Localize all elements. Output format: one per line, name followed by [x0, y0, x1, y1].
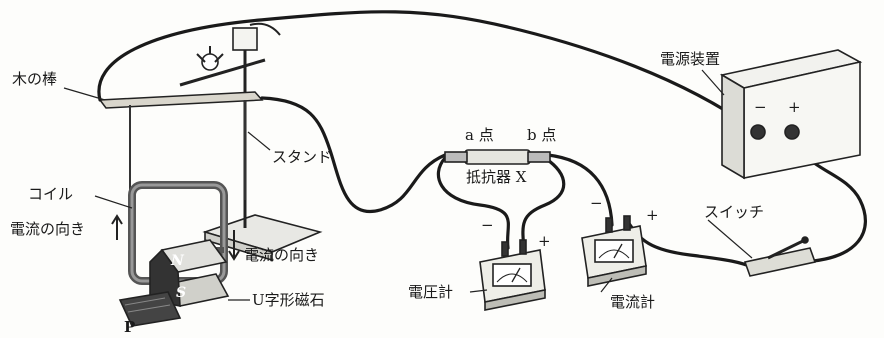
- switch: [743, 236, 817, 277]
- resistor-x: [444, 149, 551, 165]
- wooden-rod-label: 木の棒: [12, 70, 58, 88]
- magnet-s-label: S: [176, 285, 187, 301]
- voltmeter-plus: +: [538, 232, 551, 250]
- voltmeter: [479, 239, 546, 311]
- resistor-label: 抵抗器 X: [466, 168, 527, 186]
- u-magnet: [118, 239, 230, 327]
- ammeter-minus: −: [590, 194, 603, 212]
- voltmeter-label: 電圧計: [408, 283, 454, 301]
- point-a-label: a 点: [465, 126, 494, 144]
- magnet-n-label: N: [171, 253, 184, 269]
- ammeter-label: 電流計: [610, 293, 656, 311]
- u-magnet-label: U字形磁石: [252, 291, 325, 309]
- point-p-label: P: [124, 318, 136, 336]
- current-direction-left-label: 電流の向き: [10, 220, 86, 238]
- ammeter-plus: +: [646, 206, 659, 224]
- voltmeter-minus: −: [481, 216, 494, 234]
- coil-label: コイル: [28, 185, 74, 203]
- power-supply-plus: +: [788, 98, 801, 116]
- wooden-rod: [98, 91, 264, 109]
- stand-label: スタンド: [272, 148, 333, 166]
- power-supply-minus: −: [754, 98, 767, 116]
- power-supply-label: 電源装置: [660, 50, 721, 68]
- power-supply: [701, 49, 863, 180]
- stand: [179, 22, 323, 262]
- switch-label: スイッチ: [704, 203, 765, 221]
- current-direction-right-label: 電流の向き: [244, 246, 320, 264]
- leader-lines: [63, 87, 753, 301]
- current-arrows: [111, 214, 240, 261]
- ammeter: [581, 215, 647, 287]
- point-b-label: b 点: [527, 126, 557, 144]
